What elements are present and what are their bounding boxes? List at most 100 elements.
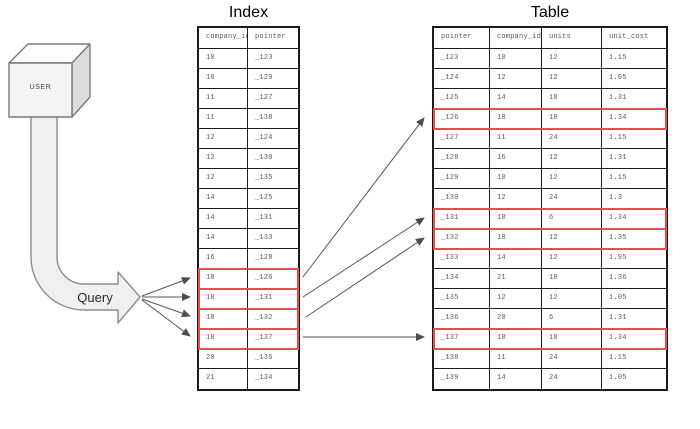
table-cell: _131 — [434, 209, 490, 228]
table-cell: _129 — [434, 169, 490, 188]
table-cell: 12 — [542, 249, 602, 268]
table-cell: 12 — [199, 169, 248, 188]
table-cell: 11 — [490, 129, 542, 148]
table-row: 14_133 — [199, 229, 298, 249]
index-to-table-arrows — [302, 117, 425, 341]
table-cell: 14 — [199, 229, 248, 248]
table-cell: 1.34 — [609, 114, 627, 122]
user-cube-icon — [8, 43, 91, 118]
column-header-company-id: company_id — [199, 28, 248, 48]
table-cell: _124 — [434, 69, 490, 88]
table-cell: 12 — [490, 289, 542, 308]
table-cell: 12 — [542, 229, 602, 248]
table-row: 11_127 — [199, 89, 298, 109]
table-cell: 11 — [199, 109, 248, 128]
table-cell: 1.15 — [609, 134, 627, 142]
table-cell: _134 — [255, 374, 273, 382]
column-header-unit-cost: unit_cost — [609, 33, 649, 41]
table-cell: _126 — [255, 274, 273, 282]
column-header-pointer: pointer — [434, 28, 490, 48]
table-cell: 24 — [542, 369, 602, 389]
table-cell: _123 — [255, 54, 273, 62]
table-cell: 18 — [199, 309, 248, 328]
table-cell: 1.15 — [609, 174, 627, 182]
table-cell: _136 — [434, 309, 490, 328]
table-cell: _126 — [434, 109, 490, 128]
table-cell: 18 — [490, 329, 542, 348]
table-row-highlighted: 18 _131 — [198, 288, 299, 310]
table-cell: _138 — [255, 114, 273, 122]
table-row: 10_129 — [199, 69, 298, 89]
index-table-title: Index — [228, 4, 269, 21]
table-row: 11 _138 — [199, 109, 298, 129]
table-cell: 12 — [542, 49, 602, 68]
table-row: 14_125 — [199, 189, 298, 209]
table-cell: 12 — [199, 149, 248, 168]
table-cell: 1.95 — [609, 254, 627, 262]
table-cell: _129 — [255, 74, 273, 82]
table-cell: _134 — [434, 269, 490, 288]
table-cell: _136 — [255, 354, 273, 362]
table-cell: 6 — [542, 209, 602, 228]
table-row: 12_135 — [199, 169, 298, 189]
table-cell: 12 — [490, 189, 542, 208]
table-cell: 10 — [490, 169, 542, 188]
table-cell: 14 — [490, 249, 542, 268]
table-row: 14_131 — [199, 209, 298, 229]
table-cell: 12 — [542, 69, 602, 88]
table-cell: 1.3 — [609, 194, 623, 202]
data-table-title: Table — [530, 4, 570, 21]
table-cell: 1.31 — [609, 154, 627, 162]
table-cell: 20 — [490, 309, 542, 328]
table-cell: _125 — [255, 194, 273, 202]
table-cell: _131 — [255, 214, 273, 222]
table-cell: _132 — [255, 314, 273, 322]
table-cell: _124 — [255, 134, 273, 142]
table-row-highlighted: 18 _132 — [198, 308, 299, 330]
query-fan-arrows — [141, 277, 191, 337]
table-row: 20_136 — [199, 349, 298, 369]
table-cell: 12 — [542, 289, 602, 308]
table-row: 10_123 — [199, 49, 298, 69]
table-cell: 24 — [542, 349, 602, 368]
table-cell: 16 — [199, 249, 248, 268]
table-cell: 12 — [542, 149, 602, 168]
table-cell: 24 — [542, 129, 602, 148]
table-cell: 11 — [199, 89, 248, 108]
table-row-highlighted: 18_126 — [198, 268, 299, 290]
table-cell: 18 — [542, 329, 602, 348]
table-cell: 1.34 — [609, 334, 627, 342]
query-label: Query — [77, 290, 113, 305]
index-table-header-row: company_id pointer — [199, 28, 298, 49]
table-row: 12 _130 — [199, 149, 298, 169]
table-cell: 14 — [490, 89, 542, 108]
table-cell: 1.35 — [609, 234, 627, 242]
table-cell: 21 — [199, 369, 248, 389]
table-cell: 21 — [490, 269, 542, 288]
table-cell: _137 — [434, 329, 490, 348]
table-cell: 6 — [542, 309, 602, 328]
table-cell: 18 — [199, 289, 248, 308]
table-cell: _131 — [255, 294, 273, 302]
table-cell: _135 — [434, 289, 490, 308]
table-cell: _130 — [255, 154, 273, 162]
table-row: 16 _128 — [199, 249, 298, 269]
table-cell: 18 — [490, 109, 542, 128]
table-cell: _128 — [255, 254, 273, 262]
table-cell: 1.15 — [609, 54, 627, 62]
table-cell: _127 — [434, 129, 490, 148]
